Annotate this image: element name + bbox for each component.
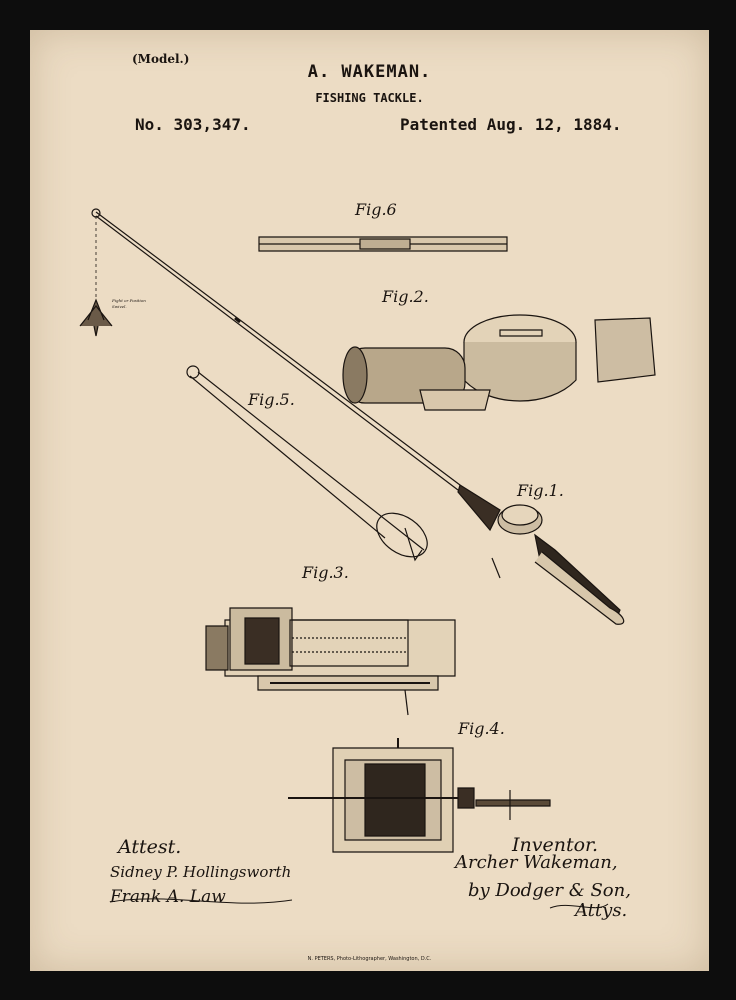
model-label: (Model.) <box>132 52 190 66</box>
fig2-reel-drawing <box>343 315 655 410</box>
fig6-label: Fig.6 <box>355 200 397 219</box>
fig1-label: Fig.1. <box>517 481 564 500</box>
inventor-signature: Archer Wakeman, <box>455 852 618 873</box>
inventor-label: Inventor. <box>512 834 599 856</box>
fig2-label: Fig.2. <box>382 287 429 306</box>
attorney-signature: by Dodger & Son, <box>468 880 631 901</box>
patent-inventor-name: A. WAKEMAN. <box>307 62 432 82</box>
fig4-reel-section <box>288 738 550 852</box>
fishing-rod-drawing <box>80 209 624 624</box>
fig4-label: Fig.4. <box>458 719 505 738</box>
printer-credit: N. PETERS, Photo-Lithographer, Washingto… <box>307 956 432 962</box>
witness-signature-2: Frank A. Law <box>110 887 226 907</box>
patent-number: No. 303,347. <box>135 115 251 134</box>
fig3-label: Fig.3. <box>302 563 349 582</box>
witness-signature-1: Sidney P. Hollingsworth <box>110 863 292 881</box>
attest-label: Attest. <box>118 836 182 858</box>
fig5-label: Fig.5. <box>248 390 295 409</box>
fly-annotation: Fight or Position Swivel. <box>112 298 146 309</box>
patent-date: Patented Aug. 12, 1884. <box>400 115 622 134</box>
attorney-flourish <box>550 904 608 908</box>
patent-sheet: (Model.) A. WAKEMAN. FISHING TACKLE. No.… <box>30 30 709 971</box>
patent-drawing <box>30 30 709 971</box>
fig5-line-drawing <box>187 366 435 566</box>
patent-subject: FISHING TACKLE. <box>315 91 424 105</box>
fig6-rod-section <box>259 237 507 251</box>
attorney-abbreviation: Attys. <box>575 900 628 921</box>
witness-underline <box>110 899 292 903</box>
fig3-section-drawing <box>206 608 455 715</box>
